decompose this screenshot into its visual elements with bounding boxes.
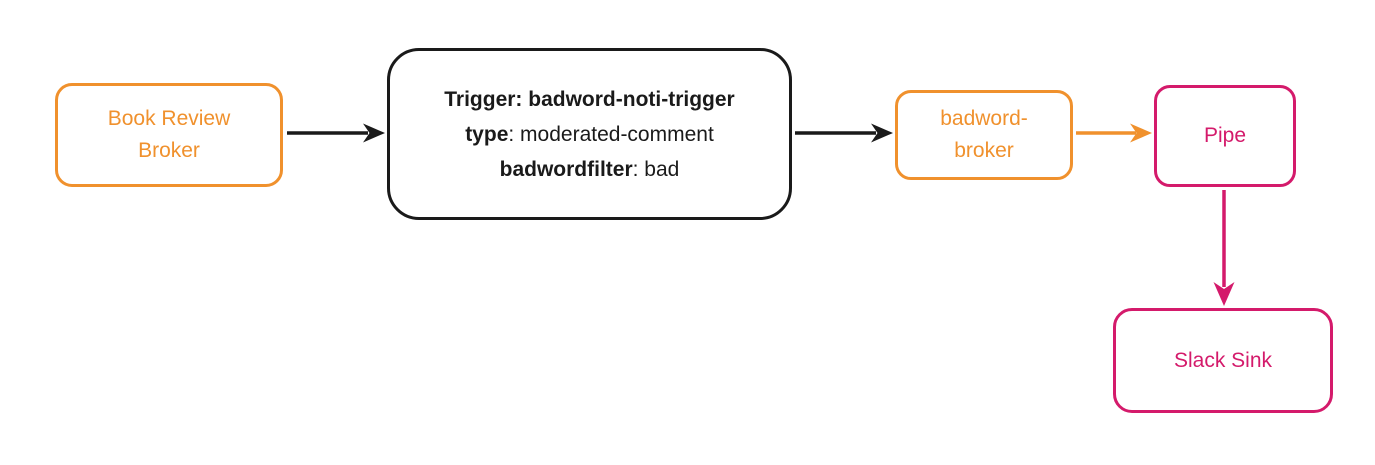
- trigger-filter-key: badwordfilter: [499, 157, 633, 181]
- node-label: broker: [954, 139, 1014, 162]
- edge-trigger-to-badword-broker: [795, 123, 893, 143]
- trigger-name-line: Trigger: badword-noti-trigger: [444, 82, 734, 117]
- node-pipe: Pipe: [1154, 85, 1296, 187]
- trigger-type-line: type: moderated-comment: [465, 117, 714, 152]
- node-label: Slack Sink: [1173, 348, 1273, 372]
- edge-pipe-to-slack-sink: [1213, 190, 1235, 306]
- trigger-filter-value: : bad: [632, 157, 680, 181]
- node-slack-sink: Slack Sink: [1113, 308, 1333, 413]
- node-badword-broker: badword- broker: [895, 90, 1073, 180]
- arrowhead-down-icon: [1213, 282, 1235, 306]
- trigger-filter-line: badwordfilter: bad: [500, 152, 680, 187]
- trigger-type-key: type: [465, 122, 509, 146]
- edge-badword-broker-to-pipe: [1076, 123, 1152, 143]
- arrowhead-right-icon: [363, 123, 385, 143]
- trigger-name: Trigger: badword-noti-trigger: [444, 87, 735, 111]
- trigger-type-value: : moderated-comment: [508, 122, 714, 146]
- node-label: badword-: [940, 107, 1028, 130]
- edge-book-review-to-trigger: [287, 123, 385, 143]
- node-label: Broker: [138, 139, 200, 162]
- node-label: Pipe: [1203, 124, 1247, 147]
- node-book-review-broker: Book Review Broker: [55, 83, 283, 187]
- arrowhead-right-icon: [1130, 123, 1152, 143]
- node-label: Book Review: [107, 107, 231, 130]
- arrowhead-right-icon: [871, 123, 893, 143]
- node-trigger-details: Trigger: badword-noti-trigger type: mode…: [387, 48, 792, 220]
